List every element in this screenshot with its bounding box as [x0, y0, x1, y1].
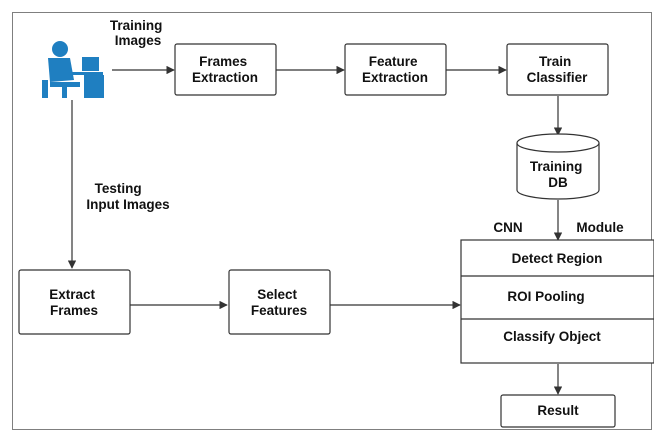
roi-pooling-label: ROI Pooling: [507, 289, 584, 304]
result-node: Result: [500, 394, 616, 428]
svg-text:Feature Extraction: Feature Extraction: [362, 54, 428, 85]
svg-text:Select Features: Select Features: [251, 287, 307, 318]
person-at-computer-icon: [42, 41, 104, 98]
training-db-cylinder: Training DB: [516, 133, 600, 200]
training-images-label: Training Images: [110, 18, 166, 48]
cnn-label: CNN: [493, 220, 522, 235]
svg-text:Training DB: Training DB: [530, 159, 586, 190]
classify-object-label: Classify Object: [503, 329, 601, 344]
train-classifier-node: Train Classifier: [506, 43, 609, 96]
svg-text:Result: Result: [537, 403, 579, 418]
feature-extraction-node: Feature Extraction: [344, 43, 447, 96]
select-features-node: Select Features: [228, 269, 331, 335]
svg-text:Extract Frames: Extract Frames: [49, 287, 99, 318]
cnn-module: Detect Region ROI Pooling Classify Objec…: [460, 239, 654, 364]
module-label: Module: [576, 220, 624, 235]
detect-region-label: Detect Region: [512, 251, 603, 266]
testing-input-images-label: Testing Input Images: [86, 181, 169, 212]
svg-text:Train Classifier: Train Classifier: [527, 54, 589, 85]
svg-text:Frames Extraction: Frames Extraction: [192, 54, 258, 85]
extract-frames-node: Extract Frames: [18, 269, 131, 335]
frames-extraction-node: Frames Extraction: [174, 43, 277, 96]
